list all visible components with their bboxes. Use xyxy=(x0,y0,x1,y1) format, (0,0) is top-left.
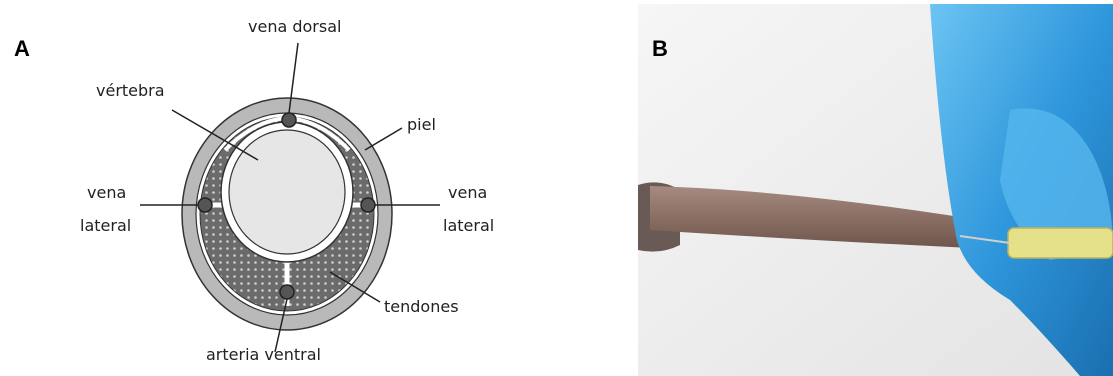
label-vena-dorsal: vena dorsal xyxy=(248,17,341,36)
leader-piel xyxy=(365,128,402,150)
right-lateral-vein xyxy=(361,198,375,212)
label-vena-lateral-left-line2: lateral xyxy=(80,216,131,235)
mouse-tail xyxy=(650,186,1012,250)
panel-a-letter: A xyxy=(14,36,30,62)
label-tendones: tendones xyxy=(384,297,459,316)
vertebra-inner xyxy=(229,130,345,254)
glove xyxy=(930,4,1113,376)
needle xyxy=(960,236,1010,243)
label-vertebra: vértebra xyxy=(96,81,165,100)
tail-cross-section-diagram: vena dorsal vértebra piel vena lateral v… xyxy=(0,0,560,376)
dorsal-vein xyxy=(282,113,296,127)
label-vena-lateral-right-line2: lateral xyxy=(443,216,494,235)
label-vena-lateral-left-line1: vena xyxy=(87,183,126,202)
left-lateral-vein xyxy=(198,198,212,212)
label-vena-lateral-right-line1: vena xyxy=(448,183,487,202)
needle-hub xyxy=(1008,228,1113,258)
ventral-artery xyxy=(280,285,294,299)
panel-b-letter: B xyxy=(652,36,668,62)
mouse-body xyxy=(638,182,680,251)
label-arteria-ventral: arteria ventral xyxy=(206,345,321,364)
glove-finger xyxy=(1000,108,1113,260)
photo-background xyxy=(638,4,1113,376)
label-piel: piel xyxy=(407,115,436,134)
